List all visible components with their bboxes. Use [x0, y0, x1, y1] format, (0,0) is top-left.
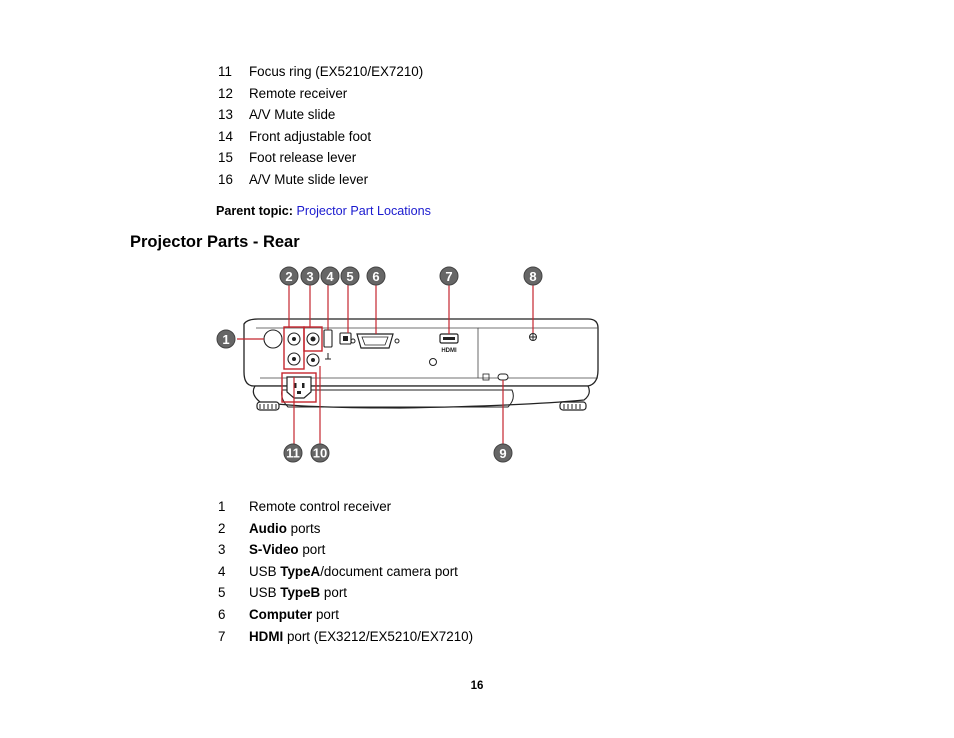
list-item: 4 USB TypeA/document camera port: [218, 561, 473, 583]
list-item-number: 12: [218, 85, 233, 101]
list-item-text: Audio: [249, 520, 287, 536]
parent-topic-label: Parent topic:: [216, 204, 293, 218]
callout-4: 4: [320, 266, 340, 286]
computer-port: [356, 333, 394, 349]
list-item-text: Foot release lever: [249, 150, 357, 166]
svg-text:10: 10: [313, 446, 327, 461]
parts-list-rear: 1 Remote control receiver 2 Audio ports 3 S-V…: [218, 496, 473, 647]
list-item-number: 6: [218, 606, 226, 622]
list-item-number: 11: [218, 64, 232, 79]
list-item-text: A/V Mute slide: [249, 107, 336, 123]
callout-8: 8: [523, 266, 543, 286]
list-item-number: 15: [218, 150, 233, 166]
svideo-highlight: [303, 326, 323, 352]
projector-body: [243, 318, 599, 387]
svg-text:11: 11: [286, 446, 300, 461]
power-inlet: [286, 376, 312, 399]
list-item-text: port: [298, 542, 326, 558]
list-item: 3 S-Video port: [218, 539, 473, 561]
section-heading: Projector Parts - Rear: [130, 233, 300, 251]
security-slot: [497, 373, 509, 381]
list-item-number: 1: [218, 499, 226, 514]
list-item-text: port (EX3212/EX5210/EX7210): [283, 628, 474, 644]
list-item: 2 Audio ports: [218, 518, 473, 540]
list-item: 1 Remote control receiver: [218, 496, 473, 518]
list-item-text: S-Video: [249, 542, 299, 558]
callout-7: 7: [439, 266, 459, 286]
list-item-text: ports: [286, 520, 321, 536]
parent-topic: Parent topic: Projector Part Locations: [216, 203, 431, 219]
list-item-text: HDMI: [249, 628, 284, 644]
svg-text:2: 2: [285, 269, 292, 284]
parent-topic-link[interactable]: Projector Part Locations: [296, 204, 431, 218]
list-item-text: Computer: [249, 606, 313, 622]
list-item-number: 16: [218, 171, 233, 187]
list-item: 15 Foot release lever: [218, 147, 423, 169]
callout-1: 1: [216, 329, 236, 349]
list-item: 6 Computer port: [218, 604, 473, 626]
list-item-number: 2: [218, 520, 226, 536]
svg-text:1: 1: [222, 332, 229, 347]
callout-3: 3: [300, 266, 320, 286]
list-item: 13 A/V Mute slide: [218, 104, 423, 126]
list-item-number: 4: [218, 563, 226, 579]
callout-10: 10: [310, 443, 330, 463]
list-item-text: TypeB: [280, 585, 321, 601]
list-item-text: TypeA: [280, 563, 321, 579]
svg-text:3: 3: [306, 269, 313, 284]
svg-text:5: 5: [346, 269, 353, 284]
list-item: 14 Front adjustable foot: [218, 126, 423, 148]
projector-base: [252, 385, 590, 409]
callout-11: 11: [283, 443, 303, 463]
power-inlet-highlight: [281, 372, 317, 403]
hdmi-label: HDMI: [441, 348, 457, 354]
callout-5: 5: [340, 266, 360, 286]
page-number: 16: [470, 680, 484, 692]
list-item: 11 Focus ring (EX5210/EX7210): [218, 61, 423, 83]
usb-type-a-port: [323, 329, 333, 348]
list-item: 16 A/V Mute slide lever: [218, 169, 423, 191]
list-item-text: USB: [249, 563, 281, 579]
list-item-number: 13: [218, 107, 233, 123]
list-item-text: A/V Mute slide lever: [249, 171, 369, 187]
list-item-number: 5: [218, 585, 226, 601]
svg-text:7: 7: [445, 269, 452, 284]
svg-text:6: 6: [372, 269, 379, 284]
list-item-text: Focus ring (EX5210/EX7210): [249, 64, 424, 79]
list-item-text: Remote receiver: [249, 85, 348, 101]
remote-receiver: [263, 329, 283, 349]
projector-rear-illustration: HDMI 1 2 3 4 5 6 7 8 9 10 11: [216, 266, 599, 463]
list-item-text: /document camera port: [320, 563, 458, 579]
list-item: 5 USB TypeB port: [218, 582, 473, 604]
svg-text:8: 8: [529, 269, 536, 284]
list-item-text: Remote control receiver: [249, 499, 392, 514]
screw: [529, 333, 537, 341]
svg-text:4: 4: [326, 269, 334, 284]
callout-6: 6: [366, 266, 386, 286]
list-item-number: 7: [218, 628, 226, 644]
list-item-text: port: [320, 585, 347, 601]
callout-9: 9: [493, 443, 513, 463]
parts-list-front: 11 Focus ring (EX5210/EX7210) 12 Remote rec…: [218, 61, 423, 191]
list-item: 12 Remote receiver: [218, 83, 423, 105]
list-item-number: 3: [218, 542, 226, 558]
svg-text:9: 9: [499, 446, 506, 461]
list-item-text: Front adjustable foot: [249, 128, 372, 144]
list-item-text: port: [312, 606, 340, 622]
callout-2: 2: [279, 266, 299, 286]
list-item-number: 14: [218, 128, 233, 144]
list-item: 7 HDMI port (EX3212/EX5210/EX7210): [218, 626, 473, 648]
list-item-text: USB: [249, 585, 281, 601]
